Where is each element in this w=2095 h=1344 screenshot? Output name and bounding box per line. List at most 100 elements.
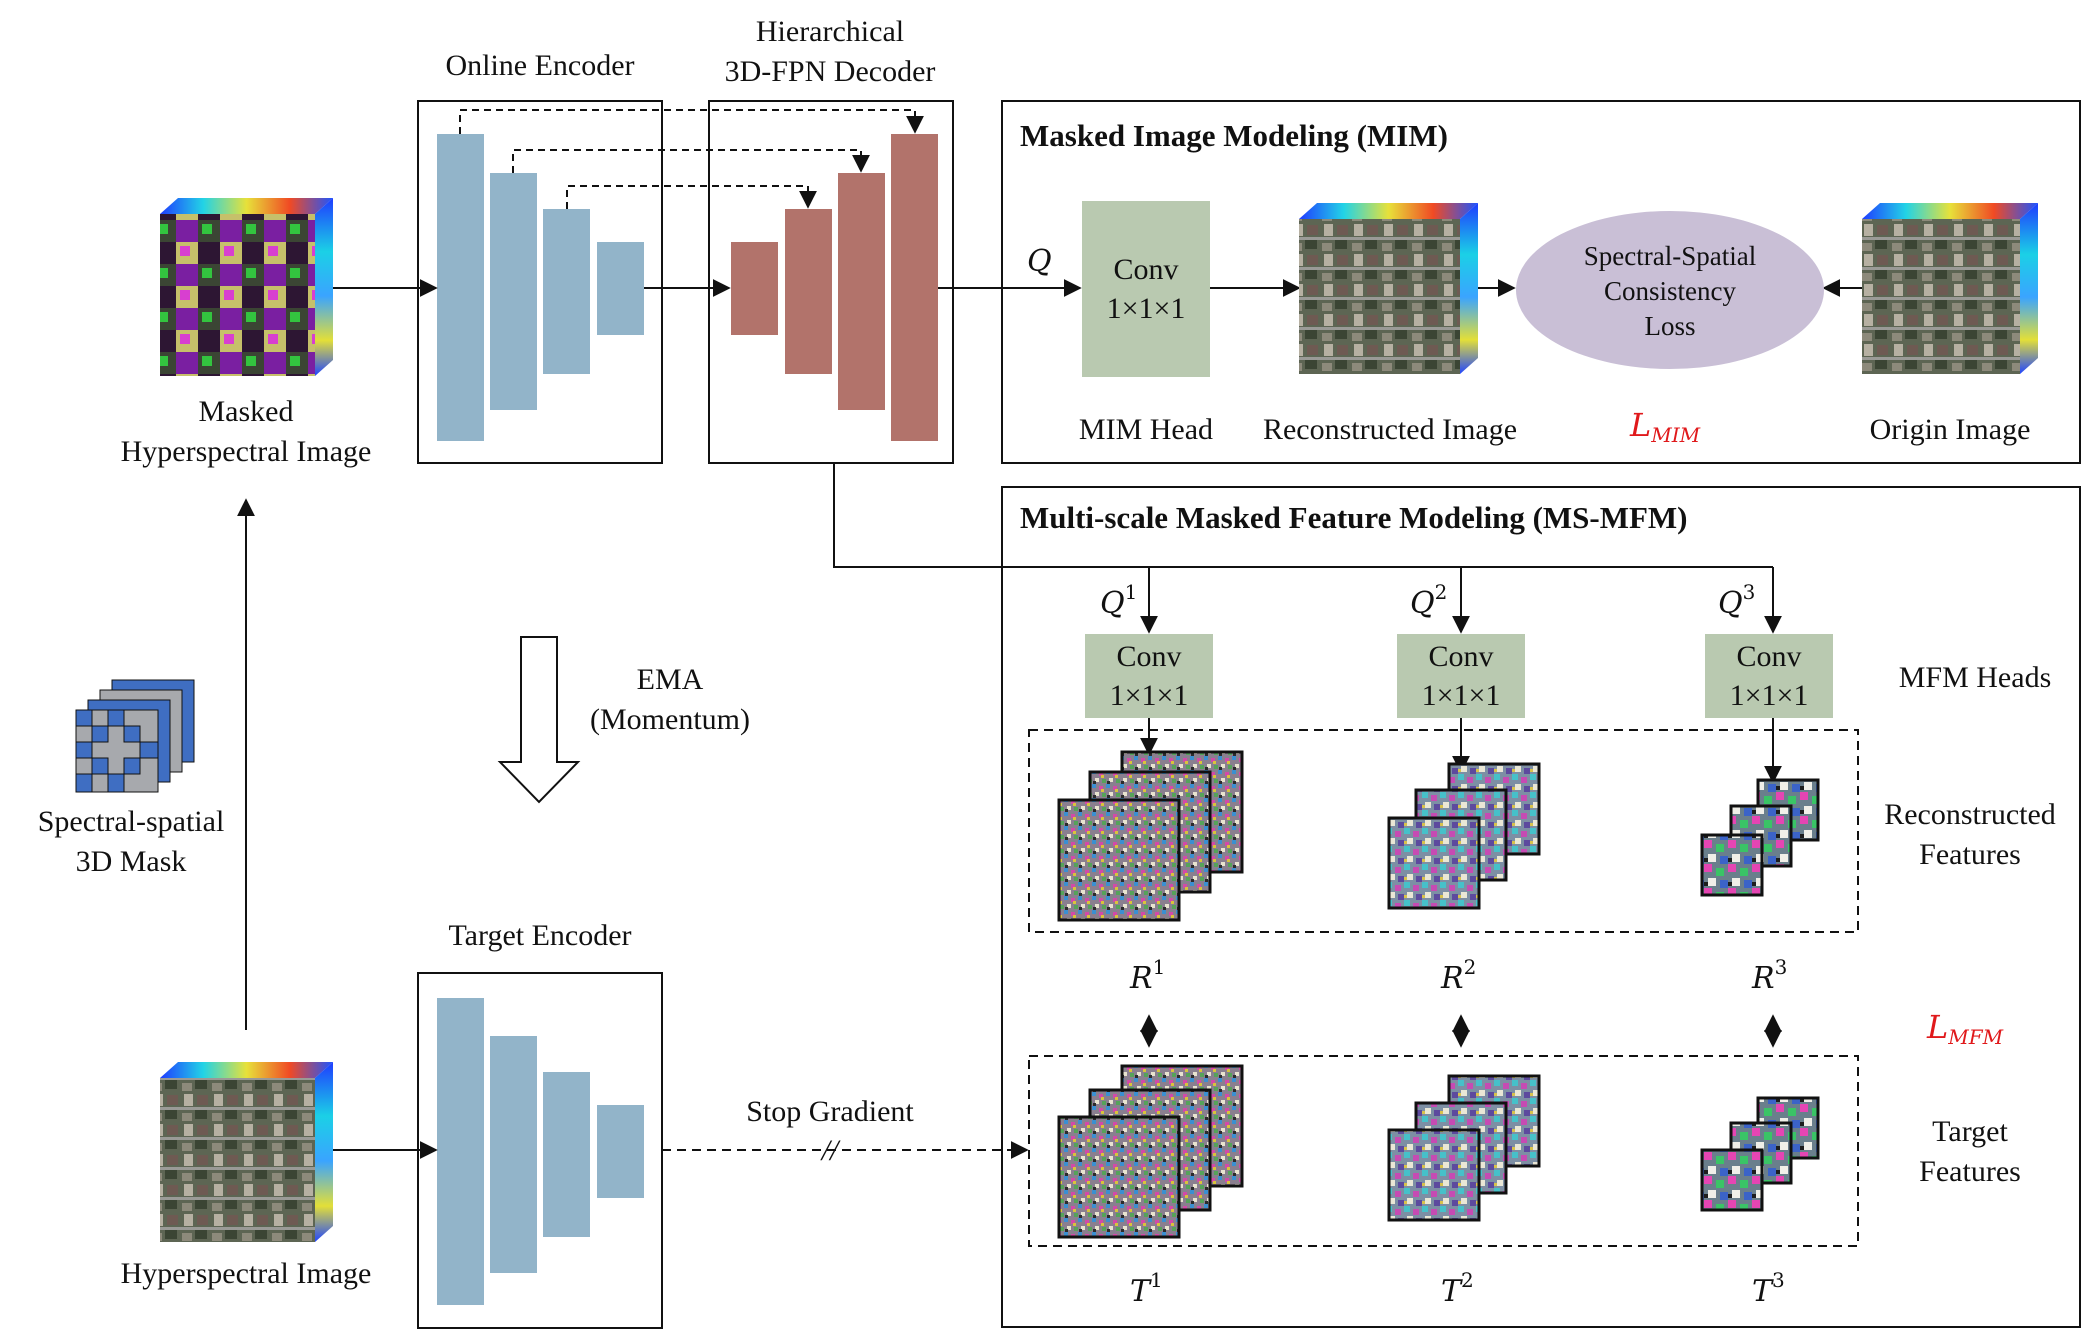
mfm-loss-subscript: MFM	[1948, 1025, 2004, 1049]
decoder-layer-2	[785, 209, 832, 374]
q1-symbol: Q1	[1100, 580, 1137, 621]
mfm-conv1-line2: 1×1×1	[1109, 679, 1189, 712]
r1-symbol: R1	[1130, 955, 1165, 996]
online-encoder-layer-2	[490, 173, 537, 410]
t1-symbol: T1	[1130, 1268, 1163, 1309]
decoder-layer-1	[731, 242, 778, 335]
decoder-label-line1: Hierarchical	[755, 15, 905, 48]
mfm-panel	[1001, 486, 2081, 1328]
mim-conv-line1: Conv	[1113, 253, 1179, 286]
q2-sup: 2	[1434, 580, 1448, 604]
masked-image-label-line1: Masked	[198, 395, 294, 428]
t3-symbol: T3	[1752, 1268, 1785, 1309]
target-encoder-layer-1	[437, 998, 484, 1305]
r3-letter: R	[1752, 961, 1775, 996]
online-encoder-layer-4	[597, 242, 644, 335]
mim-conv-head	[1082, 201, 1210, 377]
mfm-conv-head-3	[1705, 634, 1833, 718]
reconstructed-features-line1: Reconstructed	[1884, 798, 2056, 831]
target-features-line2: Features	[1919, 1155, 2021, 1188]
q2-letter: Q	[1410, 586, 1435, 621]
target-features-scale-3	[1700, 1096, 1820, 1212]
loss-line3: Loss	[1644, 311, 1696, 341]
reconstructed-image-cube	[1299, 203, 1478, 374]
mfm-loss-arrows	[1140, 1014, 1782, 1048]
q3-symbol: Q3	[1718, 580, 1755, 621]
mim-loss-subscript: MIM	[1651, 423, 1701, 447]
reconstructed-features-line2: Features	[1919, 838, 2021, 871]
mask-label-line2: 3D Mask	[75, 845, 187, 878]
mim-loss-letter: L	[1630, 406, 1652, 444]
online-encoder-layer-3	[543, 209, 590, 374]
hyperspectral-cube	[160, 1062, 333, 1242]
r2-sup: 2	[1463, 955, 1477, 979]
ema-label-line1: EMA	[636, 663, 704, 696]
online-encoder	[417, 100, 663, 464]
origin-image-cube	[1862, 203, 2038, 374]
mim-title: Masked Image Modeling (MIM)	[1020, 118, 1448, 153]
decoder-label-line2: 3D-FPN Decoder	[724, 55, 936, 88]
decoder-layer-4	[891, 134, 938, 441]
t2-sup: 2	[1461, 1268, 1474, 1292]
mfm-conv2-line1: Conv	[1428, 640, 1494, 673]
fpn-decoder	[708, 100, 954, 464]
r3-symbol: R3	[1752, 955, 1787, 996]
reconstructed-features-scale-1	[1057, 750, 1244, 922]
target-encoder-layer-4	[597, 1105, 644, 1198]
mfm-heads-label: MFM Heads	[1898, 661, 2052, 694]
stop-gradient-mark: //	[821, 1134, 839, 1167]
t1-letter: T	[1130, 1274, 1151, 1309]
target-encoder-layer-2	[490, 1036, 537, 1273]
mfm-conv2-line2: 1×1×1	[1421, 679, 1501, 712]
q1-sup: 1	[1124, 580, 1138, 604]
loss-line1: Spectral-Spatial	[1583, 241, 1757, 271]
t3-letter: T	[1752, 1274, 1773, 1309]
consistency-loss-ellipse	[1516, 211, 1824, 369]
mfm-conv-head-1	[1085, 634, 1213, 718]
mfm-loss-symbol: LMFM	[1927, 1008, 2003, 1049]
loss-line2: Consistency	[1604, 276, 1736, 306]
q3-letter: Q	[1718, 586, 1743, 621]
mfm-conv3-line1: Conv	[1736, 640, 1802, 673]
mim-q-symbol: Q	[1027, 244, 1052, 279]
t1-sup: 1	[1150, 1268, 1163, 1292]
target-encoder	[417, 972, 663, 1329]
target-features-scale-2	[1387, 1074, 1541, 1222]
ema-label-line2: (Momentum)	[590, 703, 750, 736]
reconstructed-features-scale-3	[1700, 778, 1820, 897]
ema-arrow-icon	[497, 636, 581, 804]
online-encoder-label: Online Encoder	[445, 49, 635, 82]
origin-image-label: Origin Image	[1869, 413, 2031, 446]
stop-gradient-label: Stop Gradient	[746, 1095, 914, 1128]
q2-symbol: Q2	[1410, 580, 1447, 621]
r2-letter: R	[1441, 961, 1464, 996]
reconstructed-image-label: Reconstructed Image	[1262, 413, 1518, 446]
mfm-conv-head-2	[1397, 634, 1525, 718]
r2-symbol: R2	[1441, 955, 1476, 996]
r3-sup: 3	[1774, 955, 1788, 979]
masked-image-label-line2: Hyperspectral Image	[120, 435, 372, 468]
target-features-line1: Target	[1932, 1115, 2008, 1148]
reconstructed-features-scale-2	[1387, 762, 1541, 910]
spectral-spatial-mask-icon	[75, 679, 195, 793]
mfm-conv3-line2: 1×1×1	[1729, 679, 1809, 712]
mim-head-label: MIM Head	[1078, 413, 1214, 446]
mfm-title: Multi-scale Masked Feature Modeling (MS-…	[1020, 500, 1688, 535]
decoder-to-mfm-arrows	[833, 463, 1782, 784]
mim-loss-symbol: LMIM	[1630, 406, 1700, 447]
masked-hyperspectral-cube	[160, 198, 333, 376]
t3-sup: 3	[1772, 1268, 1785, 1292]
mfm-loss-letter: L	[1927, 1008, 1949, 1046]
target-encoder-label: Target Encoder	[448, 919, 632, 952]
target-features-scale-1	[1057, 1064, 1244, 1239]
mask-label-line1: Spectral-spatial	[37, 805, 225, 838]
mim-conv-line2: 1×1×1	[1106, 292, 1186, 325]
t2-letter: T	[1441, 1274, 1462, 1309]
q1-letter: Q	[1100, 586, 1125, 621]
skip-connections	[459, 109, 924, 209]
r1-letter: R	[1130, 961, 1153, 996]
target-encoder-layer-3	[543, 1072, 590, 1237]
online-encoder-layer-1	[437, 134, 484, 441]
mfm-conv1-line1: Conv	[1116, 640, 1182, 673]
